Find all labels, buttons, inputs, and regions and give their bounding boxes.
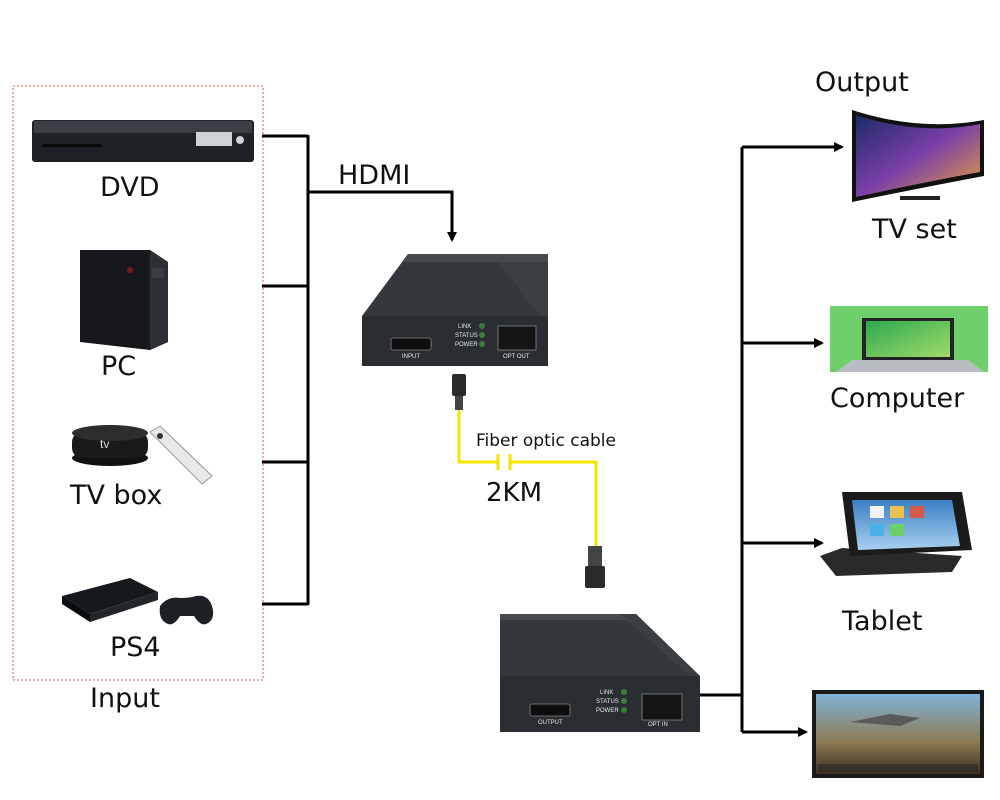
tx-port-hdmi-label: INPUT bbox=[402, 354, 420, 360]
output-label-tablet: Tablet bbox=[842, 606, 923, 637]
transmitter-unit: LINK STATUS POWER INPUT OPT OUT bbox=[362, 254, 548, 366]
fiber-cable-label: Fiber optic cable bbox=[476, 431, 616, 451]
input-bracket bbox=[262, 134, 457, 606]
hdmi-label: HDMI bbox=[338, 160, 411, 191]
pc-tower-icon bbox=[80, 250, 168, 350]
rx-led-power: POWER bbox=[596, 708, 619, 714]
tv-box-icon: tv bbox=[72, 425, 213, 485]
ps4-console-icon bbox=[62, 578, 214, 625]
receiver-unit: LINK STATUS POWER OUTPUT OPT IN bbox=[500, 614, 700, 732]
fiber-optic-cable bbox=[457, 410, 598, 546]
svg-text:tv: tv bbox=[100, 437, 109, 451]
rx-port-hdmi-label: OUTPUT bbox=[538, 720, 563, 726]
source-label-tv-box: TV box bbox=[70, 480, 163, 511]
output-label-computer: Computer bbox=[830, 383, 965, 414]
fiber-connector-rx bbox=[585, 546, 605, 588]
input-group-border bbox=[12, 85, 264, 681]
output-label-tv-set: TV set bbox=[872, 214, 957, 245]
tablet-icon bbox=[820, 492, 972, 576]
output-heading: Output bbox=[815, 67, 909, 98]
monitor-display-icon bbox=[812, 690, 984, 778]
source-label-ps4: PS4 bbox=[110, 632, 161, 663]
source-label-dvd: DVD bbox=[100, 172, 160, 203]
laptop-icon bbox=[830, 306, 988, 372]
tx-led-link: LINK bbox=[458, 324, 471, 330]
rx-led-status: STATUS bbox=[596, 699, 619, 705]
dvd-player-icon bbox=[32, 120, 254, 162]
rx-port-fiber-label: OPT IN bbox=[648, 722, 668, 728]
rx-led-link: LINK bbox=[600, 690, 613, 696]
tx-port-fiber-label: OPT OUT bbox=[503, 354, 530, 360]
tx-led-power: POWER bbox=[455, 342, 478, 348]
source-label-pc: PC bbox=[101, 351, 137, 382]
input-heading: Input bbox=[90, 683, 160, 714]
output-bracket bbox=[700, 142, 844, 737]
tx-led-status: STATUS bbox=[455, 333, 478, 339]
distance-label: 2KM bbox=[486, 478, 543, 508]
fiber-connector-tx bbox=[452, 374, 466, 410]
curved-tv-icon bbox=[852, 110, 984, 202]
